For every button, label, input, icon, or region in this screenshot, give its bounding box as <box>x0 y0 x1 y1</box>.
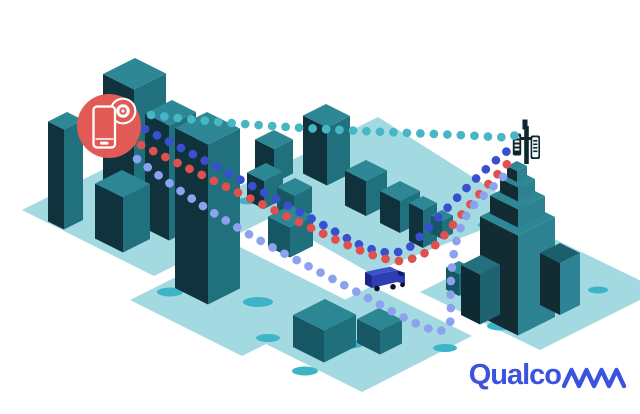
building-top-face <box>145 100 196 126</box>
building-top-face <box>255 130 293 149</box>
building-left-face <box>461 265 480 325</box>
building-top-face <box>293 299 356 331</box>
building-left-face <box>357 319 380 355</box>
signal-dot-core <box>121 109 125 113</box>
van-wheel <box>400 282 405 288</box>
building-top-face <box>461 255 500 275</box>
van-rear <box>365 272 372 288</box>
skyscraper-step-left-face <box>500 178 518 202</box>
building-right-face <box>480 264 500 325</box>
building-right-face <box>560 253 580 315</box>
building-right-face <box>64 120 83 230</box>
puddle <box>243 297 273 307</box>
building-left-face <box>380 191 400 233</box>
building-right-face <box>380 319 402 355</box>
multipath-red-dots <box>136 140 514 266</box>
building-top-face <box>103 58 166 90</box>
building-top-face <box>409 196 437 210</box>
building-left-face <box>345 170 366 216</box>
smartphone-icon <box>92 105 117 149</box>
skyscraper-step-right-face <box>518 196 545 228</box>
device-badge <box>77 94 141 158</box>
building-left-face <box>48 121 64 230</box>
skyscraper-step-left-face <box>507 166 517 182</box>
skyscraper-step-right-face <box>517 166 527 182</box>
building-left-face <box>95 183 123 253</box>
van-wheel <box>374 285 380 292</box>
skyscraper-step-right-face <box>518 179 535 202</box>
mast-crossbar <box>515 137 538 140</box>
building-top-face <box>303 104 350 128</box>
logo-mm-zigzag <box>562 367 627 389</box>
city-blocks <box>22 58 640 392</box>
qualcomm-logo: Qualco <box>469 360 628 390</box>
van-wheel <box>390 284 396 290</box>
puddle <box>157 287 183 297</box>
building-top-face <box>540 243 580 263</box>
building-top-face <box>247 163 283 181</box>
building-left-face <box>409 203 423 248</box>
puddle <box>292 366 318 376</box>
building-top-face <box>95 170 150 198</box>
multipath-blue-dots <box>140 124 516 257</box>
building-top-face <box>48 112 83 130</box>
building-top-face <box>345 160 387 181</box>
van-roof <box>365 266 397 276</box>
antenna-panel-right <box>530 135 540 159</box>
puddle <box>433 344 457 352</box>
building-left-face <box>303 115 327 186</box>
cell-tower-icon <box>512 119 540 164</box>
skyscraper-step-left-face <box>490 195 518 228</box>
van-side <box>372 270 397 288</box>
skyscraper-step-top-face <box>507 161 527 171</box>
building-right-face <box>327 116 350 186</box>
building-top-face <box>277 178 312 196</box>
building-left-face <box>540 253 560 315</box>
direct-path-dots <box>146 110 521 142</box>
puddle <box>588 286 608 294</box>
building-left-face <box>293 315 324 363</box>
multipath-periwinkle-dots <box>132 154 514 336</box>
delivery-van <box>365 266 405 292</box>
building-right-face <box>123 184 150 253</box>
van-windshield <box>397 270 404 277</box>
puddle <box>256 334 280 342</box>
mast-top-stub <box>522 119 528 130</box>
mast-pole <box>524 126 529 164</box>
building-top-face <box>380 181 420 201</box>
building-top-face <box>357 308 402 331</box>
logo-text: Qualco <box>468 358 562 391</box>
phone-home-bar <box>100 141 109 145</box>
